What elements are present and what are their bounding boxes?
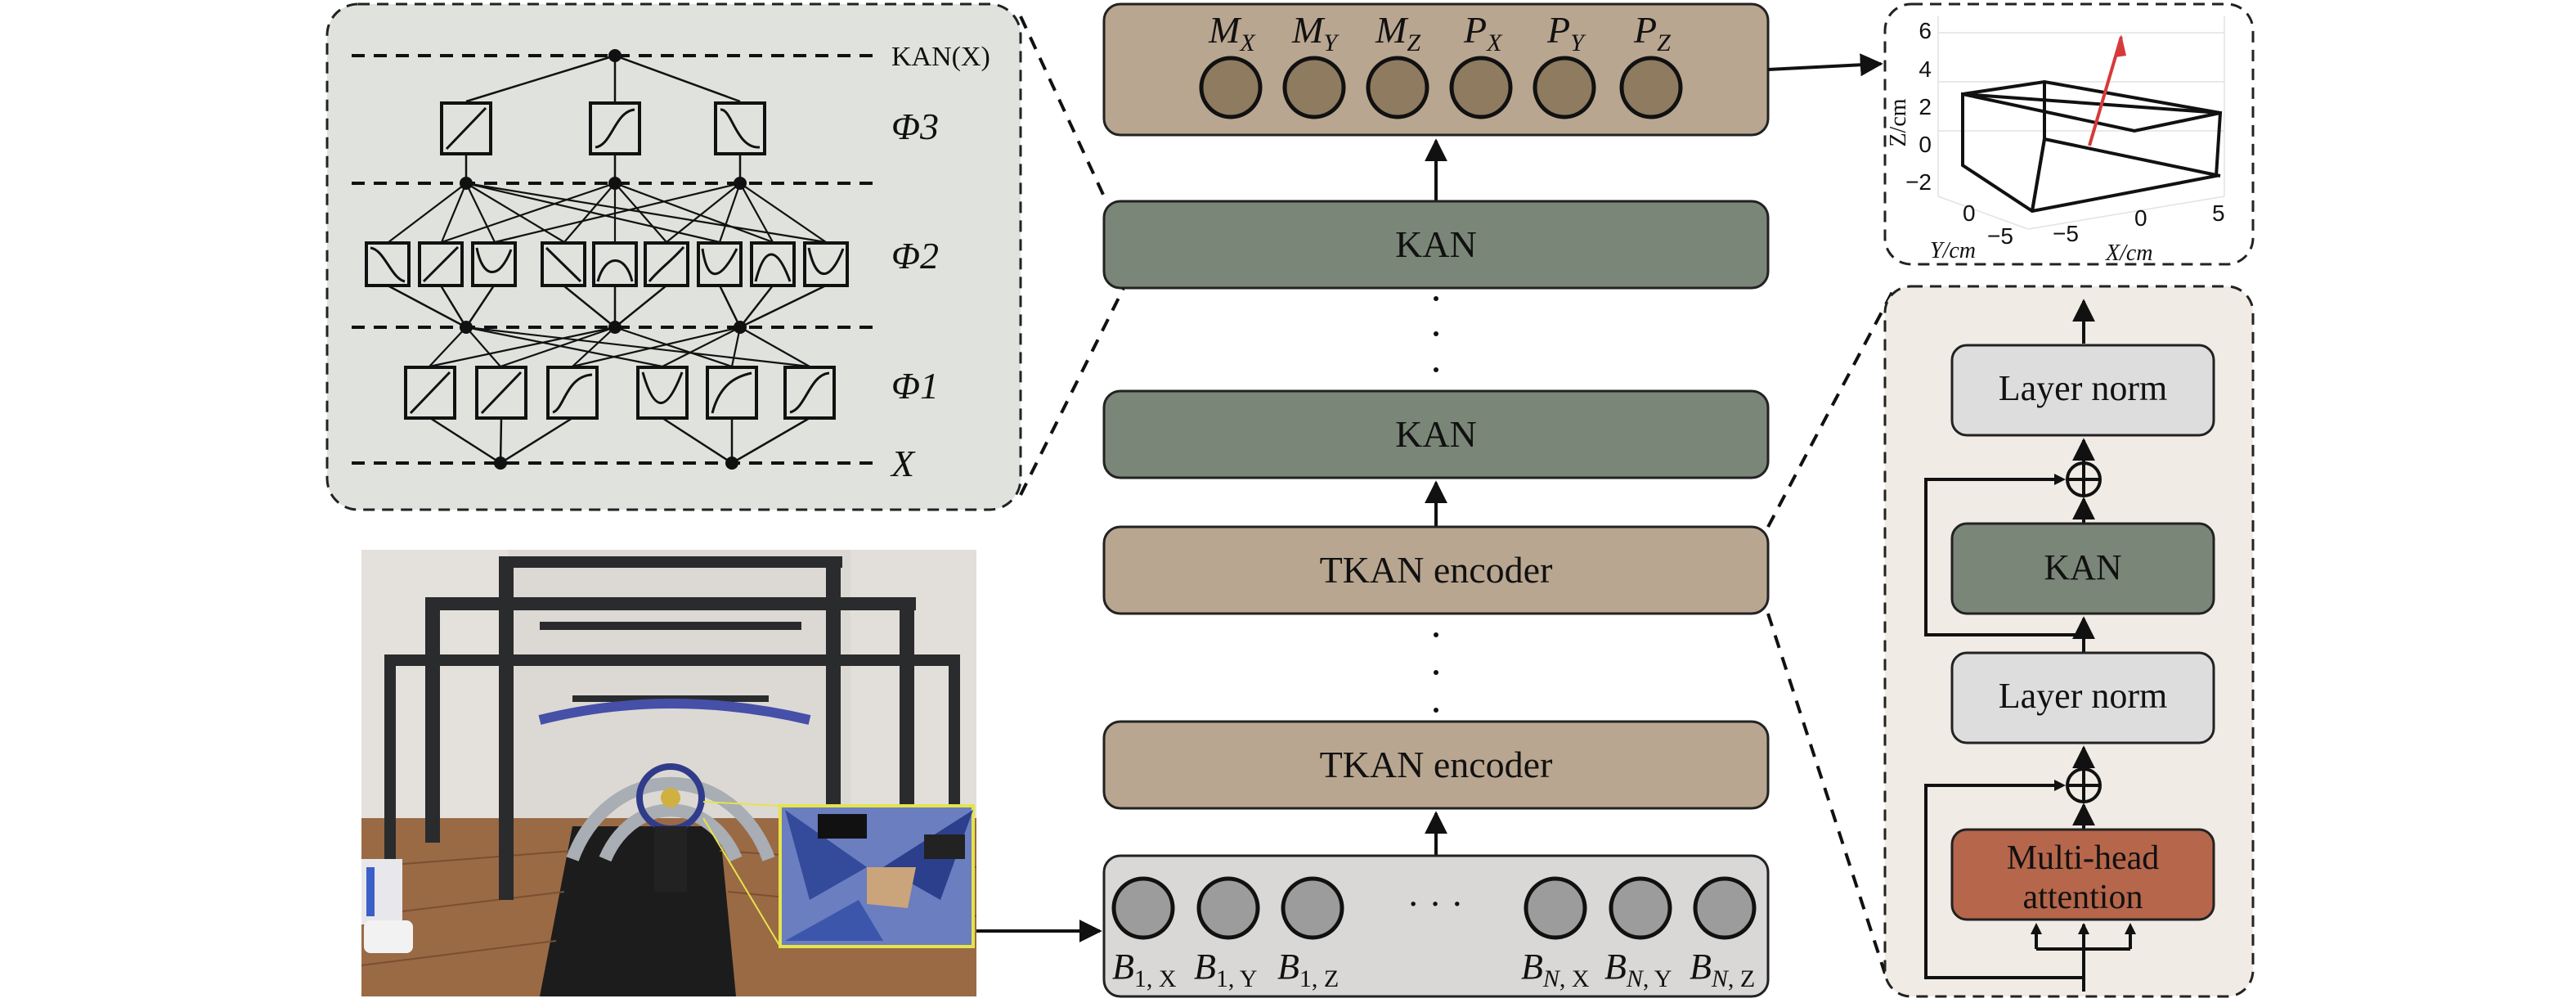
kan-top-label: KAN bbox=[1395, 223, 1477, 265]
output-label-pz: PZ bbox=[1633, 9, 1671, 56]
z-axis-label: Z/cm bbox=[1886, 98, 1911, 146]
x-axis-label: X/cm bbox=[2105, 241, 2153, 266]
input-label: B1, Z bbox=[1277, 947, 1339, 992]
kan-mid-label: KAN bbox=[1395, 413, 1477, 455]
encoder-detail-panel: Layer norm KAN Layer norm Multi-head att… bbox=[1883, 285, 2255, 998]
ytick: 0 bbox=[1963, 200, 1976, 226]
ztick: 2 bbox=[1919, 94, 1932, 119]
ztick: 4 bbox=[1919, 56, 1932, 82]
tkan-top-label: TKAN encoder bbox=[1320, 549, 1553, 591]
output-node bbox=[1282, 56, 1346, 119]
output-to-plot-arrow bbox=[1767, 53, 1883, 77]
output-node bbox=[1199, 56, 1263, 119]
output-node bbox=[1533, 56, 1596, 119]
input-node bbox=[1524, 876, 1587, 940]
input-node bbox=[1281, 876, 1344, 940]
kan-detail-panel: KAN(X) Φ3 Φ2 Φ1 X bbox=[325, 2, 1022, 511]
kan-block-mid: KAN bbox=[1102, 389, 1770, 479]
output-node bbox=[1619, 56, 1683, 119]
tkan-encoder-bottom: TKAN encoder bbox=[1102, 720, 1770, 810]
kan-x-label: KAN(X) bbox=[891, 42, 990, 72]
phi2-label: Φ2 bbox=[891, 235, 939, 277]
ztick: 0 bbox=[1919, 132, 1932, 157]
encoder-zoom-lines bbox=[1766, 290, 1895, 974]
xtick: −5 bbox=[2053, 221, 2079, 246]
tkan-encoder-top: TKAN encoder bbox=[1102, 525, 1770, 615]
vertical-ellipsis bbox=[1434, 296, 1438, 372]
input-node bbox=[1196, 876, 1260, 940]
mha-label-line2: attention bbox=[2023, 879, 2143, 916]
layer-norm-bottom-label: Layer norm bbox=[1999, 676, 2167, 716]
phi1-label: Φ1 bbox=[891, 365, 939, 407]
tkan-bottom-label: TKAN encoder bbox=[1320, 744, 1553, 785]
phi2-functions bbox=[365, 241, 849, 287]
phi3-functions bbox=[440, 101, 766, 155]
input-node bbox=[1693, 876, 1757, 940]
kan-zoom-lines bbox=[1019, 16, 1126, 496]
input-x-label: X bbox=[890, 443, 916, 484]
ytick: −5 bbox=[1987, 223, 2013, 249]
encoder-kan-label: KAN bbox=[2044, 547, 2121, 587]
input-ellipsis: · · · bbox=[1407, 883, 1464, 924]
phi3-label: Φ3 bbox=[891, 106, 939, 147]
device-photo bbox=[361, 550, 977, 996]
xtick: 0 bbox=[2134, 205, 2147, 231]
mha-label-line1: Multi-head bbox=[2007, 839, 2160, 877]
layer-norm-top-label: Layer norm bbox=[1999, 368, 2167, 408]
xtick: 5 bbox=[2212, 200, 2225, 226]
output-label-px: PX bbox=[1463, 9, 1503, 56]
output-node bbox=[1449, 56, 1513, 119]
input-node bbox=[1111, 876, 1175, 940]
ztick: −2 bbox=[1905, 169, 1932, 195]
output-box: MX MY MZ PX PY PZ bbox=[1102, 2, 1770, 137]
ztick: 6 bbox=[1919, 18, 1932, 43]
vertical-ellipsis bbox=[1434, 632, 1438, 713]
input-box: · · · B1, X B1, Y B1, Z BN, X BN, Y BN, … bbox=[1102, 854, 1770, 998]
plot3d-panel: 6 4 2 0 −2 Z/cm 0 −5 Y/cm −5 0 5 X/cm bbox=[1883, 2, 2255, 266]
output-node bbox=[1366, 56, 1429, 119]
kan-block-top: KAN bbox=[1102, 200, 1770, 290]
input-node bbox=[1609, 876, 1672, 940]
y-axis-label: Y/cm bbox=[1930, 238, 1976, 263]
